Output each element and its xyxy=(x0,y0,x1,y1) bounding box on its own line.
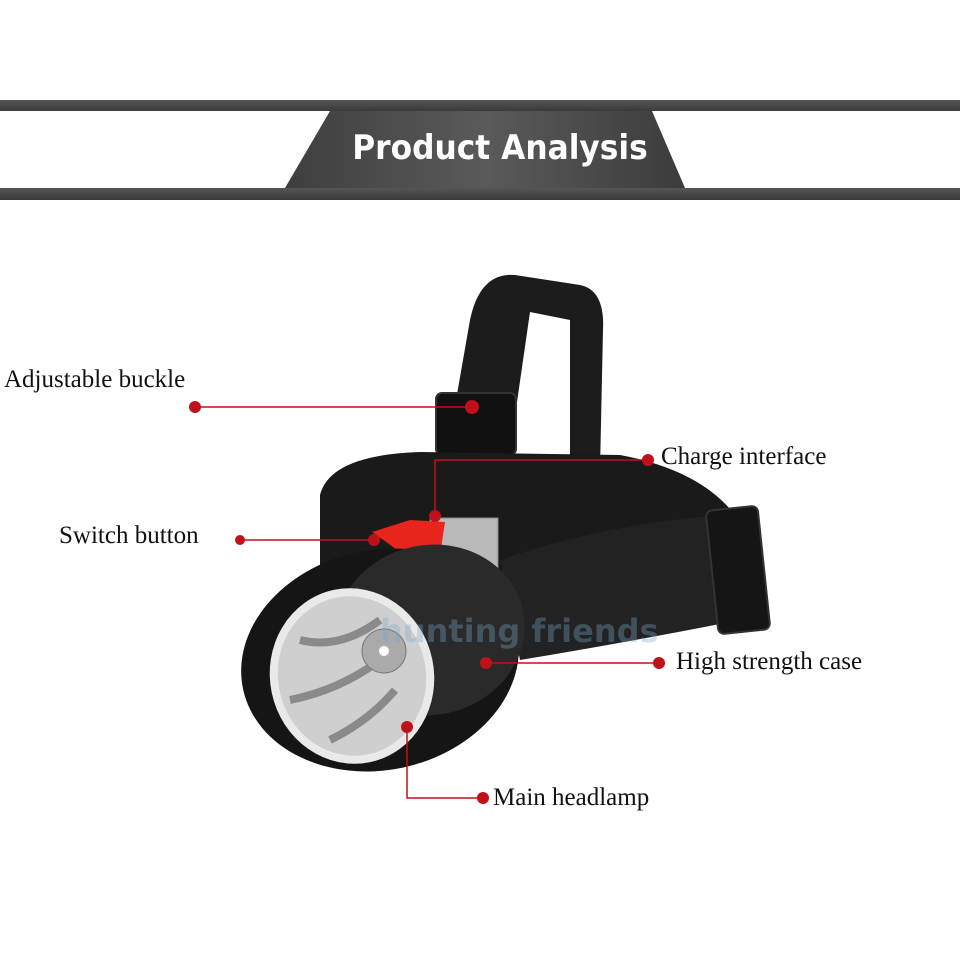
page-title: Product Analysis xyxy=(352,128,648,168)
label-charge-interface: Charge interface xyxy=(661,443,827,470)
callout-target-adjustable-buckle xyxy=(465,400,479,414)
label-switch-button: Switch button xyxy=(59,522,199,549)
label-adjustable-buckle: Adjustable buckle xyxy=(4,366,186,393)
callout-target-high-strength-case xyxy=(480,657,492,669)
label-main-headlamp: Main headlamp xyxy=(493,784,650,811)
callout-dot-adjustable-buckle xyxy=(189,401,201,413)
callout-dot-switch-button xyxy=(235,535,245,545)
header-bar-top xyxy=(0,100,960,111)
callout-target-main-headlamp xyxy=(401,721,413,733)
header-bar-bottom xyxy=(0,188,960,200)
banner-trapezoid xyxy=(285,111,685,188)
label-high-strength-case: High strength case xyxy=(676,648,863,675)
callout-dot-high-strength-case xyxy=(653,657,665,669)
callout-dot-main-headlamp xyxy=(477,792,489,804)
callout-target-charge-interface xyxy=(429,510,441,522)
side-band xyxy=(500,515,740,660)
callout-dot-charge-interface xyxy=(642,454,654,466)
side-buckle xyxy=(705,505,771,635)
callout-target-switch-button xyxy=(368,534,380,546)
watermark: hunting friends xyxy=(380,612,659,650)
